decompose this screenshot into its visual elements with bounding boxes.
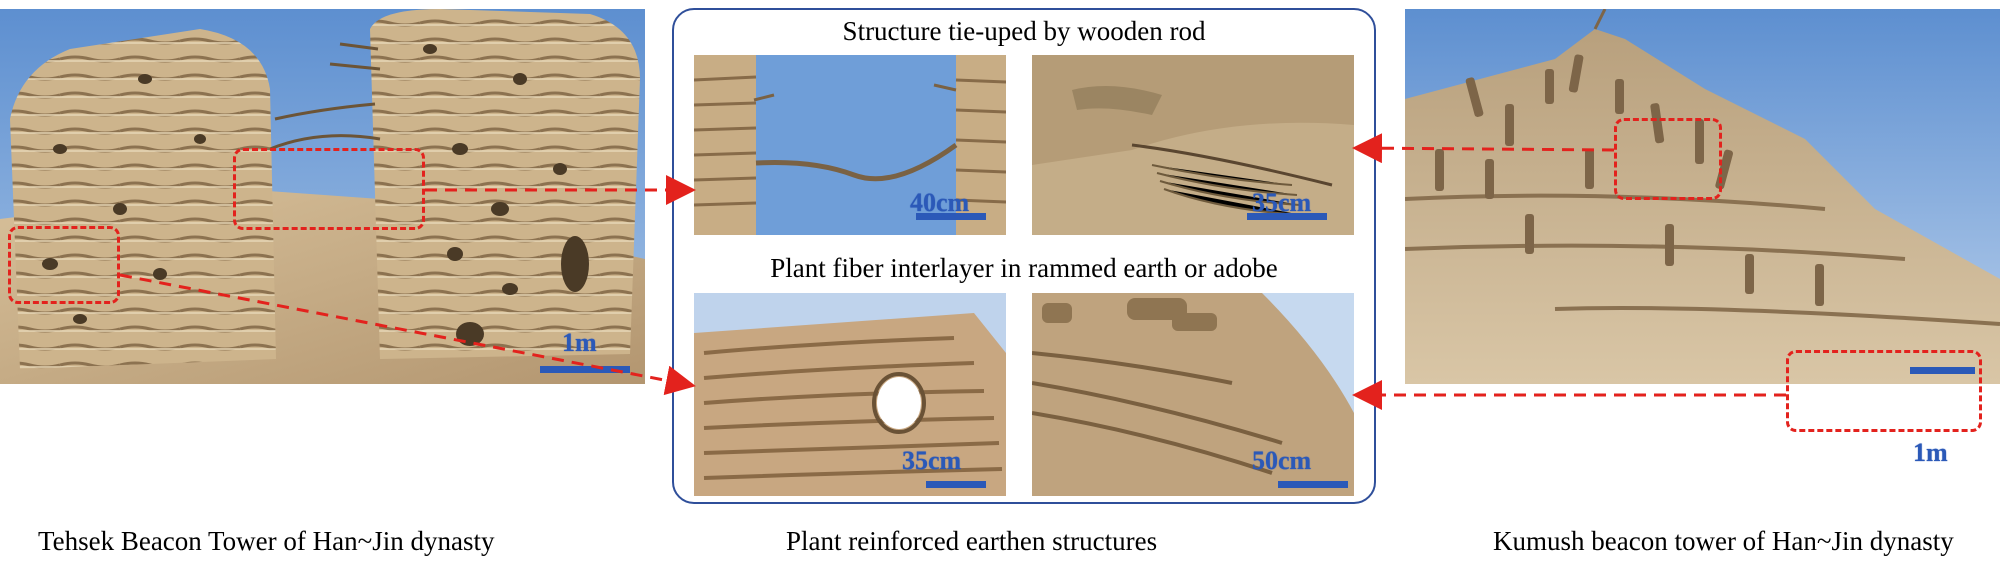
left-highlight-rod — [233, 148, 425, 230]
wooden-rod-title: Structure tie-uped by wooden rod — [842, 16, 1206, 46]
plant-fiber-photo-2 — [1032, 293, 1354, 496]
left-highlight-layer — [8, 226, 120, 304]
right-caption: Kumush beacon tower of Han~Jin dynasty — [1493, 526, 1954, 556]
wooden-rod-photo-1 — [694, 55, 1006, 235]
right-highlight-rod — [1614, 118, 1722, 200]
wooden-rod-photo-2 — [1032, 55, 1354, 235]
photo2-scale-label: 35cm — [1252, 188, 1312, 217]
center-caption: Plant reinforced earthen structures — [786, 526, 1158, 556]
right-scale-label: 1m — [1913, 438, 1948, 467]
photo3-scale-label: 35cm — [902, 446, 962, 475]
right-highlight-layer — [1786, 350, 1982, 432]
photo4-scale-label: 50cm — [1252, 446, 1312, 475]
photo1-scale-label: 40cm — [910, 188, 970, 217]
plant-fiber-title: Plant fiber interlayer in rammed earth o… — [770, 253, 1278, 283]
plant-fiber-photo-1 — [694, 293, 1006, 496]
kumush-tower-photo — [1405, 9, 2000, 384]
left-scale-label: 1m — [562, 328, 597, 357]
left-caption: Tehsek Beacon Tower of Han~Jin dynasty — [38, 526, 495, 556]
